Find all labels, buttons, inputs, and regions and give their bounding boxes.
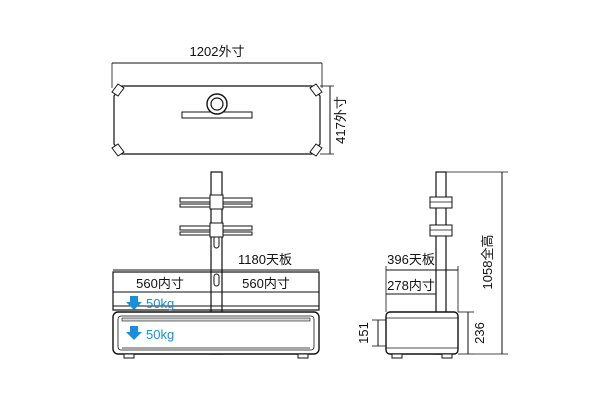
- side-inner-depth-label: 278内寸: [387, 278, 435, 293]
- side-tv-bracket-lower: [429, 224, 453, 237]
- side-body-height-label: 236: [472, 322, 487, 344]
- front-upper-board: [112, 271, 320, 311]
- top-outer-width-label: 1202外寸: [190, 44, 245, 59]
- top-view: 1202外寸 417外寸: [111, 44, 348, 157]
- side-top-board-depth-label: 396天板: [387, 252, 435, 267]
- upper-load-label: 50kg: [146, 296, 174, 311]
- side-cabinet: [385, 311, 459, 355]
- front-inner-right-label: 560内寸: [242, 276, 290, 291]
- side-shelf-height-label: 151: [356, 322, 371, 344]
- upper-load-indicator: 50kg: [126, 296, 174, 311]
- front-top-board-width-label: 1180天板: [238, 252, 292, 267]
- side-view: 396天板 278内寸 151 236 1058全高: [356, 171, 508, 359]
- top-outer-depth-label: 417外寸: [333, 96, 348, 144]
- front-tv-bracket-upper: [179, 194, 253, 210]
- front-view: 1180天板 560内寸 560内寸 50kg 50kg: [112, 171, 320, 359]
- front-tv-bracket-lower: [179, 222, 253, 238]
- side-tv-bracket-upper: [429, 196, 453, 209]
- lower-load-label: 50kg: [146, 327, 174, 342]
- front-cabinet: [112, 311, 320, 355]
- side-total-height-label: 1058全高: [480, 235, 495, 290]
- down-arrow-icon: [126, 326, 142, 340]
- lower-load-indicator: 50kg: [126, 326, 174, 342]
- down-arrow-icon: [126, 296, 142, 310]
- front-inner-left-label: 560内寸: [136, 276, 184, 291]
